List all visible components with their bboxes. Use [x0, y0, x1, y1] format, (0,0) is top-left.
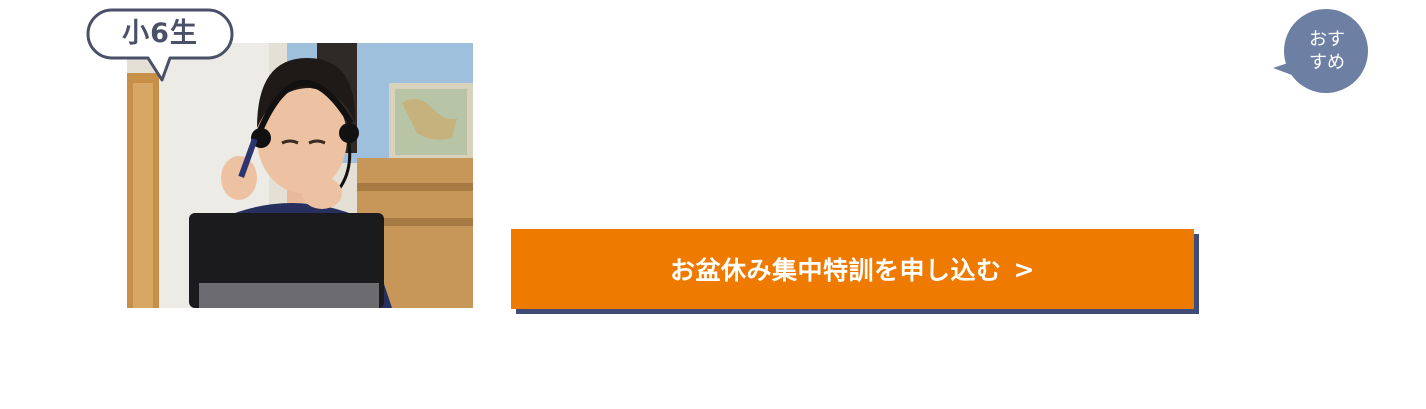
chevron-right-icon: >: [1013, 254, 1035, 284]
recommend-badge: おす すめ: [1272, 8, 1370, 94]
recommend-line-1: おす: [1309, 29, 1345, 50]
apply-obon-intensive-button[interactable]: お盆休み集中特訓を申し込む >: [511, 229, 1194, 309]
cta-label: お盆休み集中特訓を申し込む: [670, 256, 1002, 285]
recommend-line-2: すめ: [1309, 52, 1345, 73]
grade-speech-bubble: 小6生: [86, 8, 234, 82]
grade-label: 小6生: [122, 18, 198, 49]
student-photo: [127, 43, 473, 308]
